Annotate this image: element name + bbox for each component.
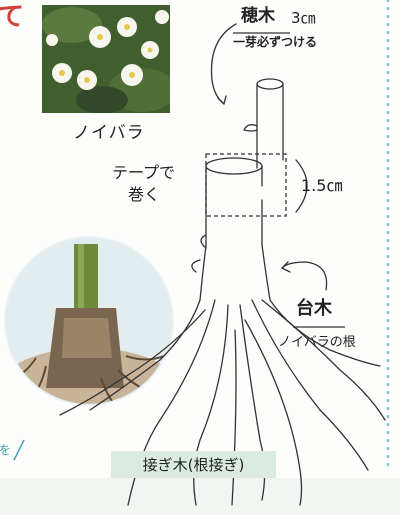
photo-caption: ノイバラ xyxy=(73,123,145,143)
margin-text-fragment: を xyxy=(0,443,12,457)
scion-note-label: 一芽必ずつける xyxy=(233,35,318,49)
tape-label-line2: 巻く xyxy=(128,185,161,204)
scion-label: 穂木 xyxy=(241,7,275,26)
rootstock-label: 台木 xyxy=(296,298,332,319)
graft-closeup-photo xyxy=(4,236,174,406)
bottom-band xyxy=(0,478,400,515)
margin-slash xyxy=(13,439,25,461)
tape-size-label: 1.5㎝ xyxy=(301,176,343,195)
tape-area-box xyxy=(205,153,287,217)
scion-title: 穂木 xyxy=(241,6,275,26)
tape-label-line1: テープで xyxy=(112,163,176,182)
scion-top xyxy=(256,78,284,90)
noibara-photo xyxy=(42,5,170,113)
title-fragment: て xyxy=(0,2,25,32)
scion-bud xyxy=(243,124,258,132)
rootstock-note-label: ノイバラの根 xyxy=(278,335,356,350)
scion-size-label: 3㎝ xyxy=(291,9,316,27)
stock-upper xyxy=(205,165,263,246)
figure-caption: 接ぎ木(根接ぎ) xyxy=(111,451,276,478)
stock-top xyxy=(205,157,263,175)
scion-stem xyxy=(256,83,284,169)
